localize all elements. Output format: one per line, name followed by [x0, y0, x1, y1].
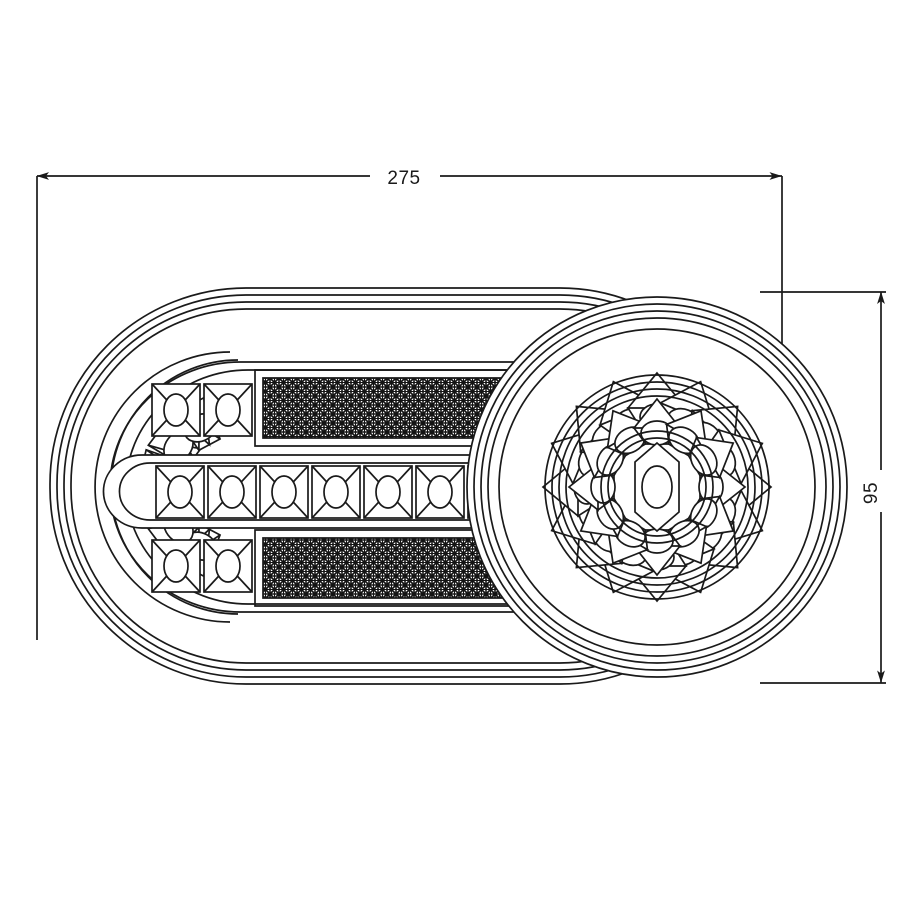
led-cell-ellipse — [375, 475, 401, 509]
cluster-circle-mid-1 — [544, 374, 770, 600]
inner-ring-cell — [664, 517, 709, 565]
dimension-height-95 — [760, 291, 886, 684]
dimension-label-width: 275 — [387, 168, 420, 189]
lower-led-group — [151, 539, 253, 593]
dimension-width-275 — [36, 172, 783, 640]
cluster-circle-mid-3 — [558, 388, 756, 586]
led-cell-ellipse — [167, 475, 193, 509]
hub-circle-inner — [607, 437, 707, 537]
cluster-circle-outer-4 — [487, 317, 827, 657]
center-strip-frame-2 — [118, 462, 561, 521]
led-cell — [151, 383, 201, 437]
led-cell — [155, 465, 205, 519]
led-cell-ellipse — [215, 549, 241, 583]
cluster-circle-outer-2 — [473, 303, 841, 671]
cluster-circle-mid-2 — [551, 381, 763, 593]
cluster-circle-outer-3 — [480, 310, 834, 664]
led-cell-ellipse — [163, 393, 189, 427]
led-cell — [207, 465, 257, 519]
cluster-circle-outer-5 — [498, 328, 816, 646]
led-cell — [203, 539, 253, 593]
cluster-circle-mid-4 — [565, 395, 749, 579]
led-cell-ellipse — [219, 475, 245, 509]
led-cell-ellipse — [271, 475, 297, 509]
hub-circle-outer — [600, 430, 714, 544]
circular-led-cluster — [466, 296, 848, 678]
led-cell-ellipse — [427, 475, 453, 509]
led-cell-ellipse — [163, 549, 189, 583]
led-cell-ellipse — [323, 475, 349, 509]
led-cell — [363, 465, 413, 519]
led-cell-ellipse — [215, 393, 241, 427]
arc-guide-outer — [94, 351, 231, 623]
led-cell — [151, 539, 201, 593]
cluster-hub — [600, 430, 714, 544]
led-cell — [311, 465, 361, 519]
upper-led-group — [151, 383, 253, 437]
hub-center-ellipse — [641, 465, 673, 509]
dimension-label-height: 95 — [861, 482, 882, 504]
led-cell — [203, 383, 253, 437]
led-cell — [415, 465, 465, 519]
led-cell — [259, 465, 309, 519]
